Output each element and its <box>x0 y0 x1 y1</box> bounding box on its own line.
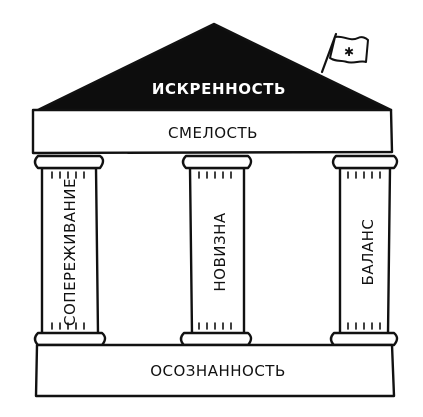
flag: ✱ <box>320 32 369 74</box>
pillar-3-label: БАЛАНС <box>359 219 377 286</box>
pillar-3-plinth <box>329 331 399 347</box>
pillar-2-label: НОВИЗНА <box>211 212 229 291</box>
base-foundation <box>34 343 396 398</box>
pillar-3-capital <box>331 154 399 170</box>
pillar-2-plinth <box>179 331 253 347</box>
roof-label: ИСКРЕННОСТЬ <box>152 80 286 98</box>
pillar-1-label: СОПЕРЕЖИВАНИЕ <box>61 178 79 326</box>
pillar-1-plinth <box>33 331 107 347</box>
pillar-2: НОВИЗНА <box>179 154 253 347</box>
pillar-2-capital <box>181 154 253 170</box>
beam-label: СМЕЛОСТЬ <box>168 124 258 142</box>
beam-entablature <box>31 108 394 155</box>
flag-cloth <box>329 35 369 64</box>
pillar-1-capital <box>33 154 105 170</box>
pillar-3: БАЛАНС <box>329 154 399 347</box>
pillar-1: СОПЕРЕЖИВАНИЕ <box>33 154 107 347</box>
base-label: ОСОЗНАННОСТЬ <box>150 362 286 380</box>
flag-emblem-icon: ✱ <box>344 45 354 59</box>
